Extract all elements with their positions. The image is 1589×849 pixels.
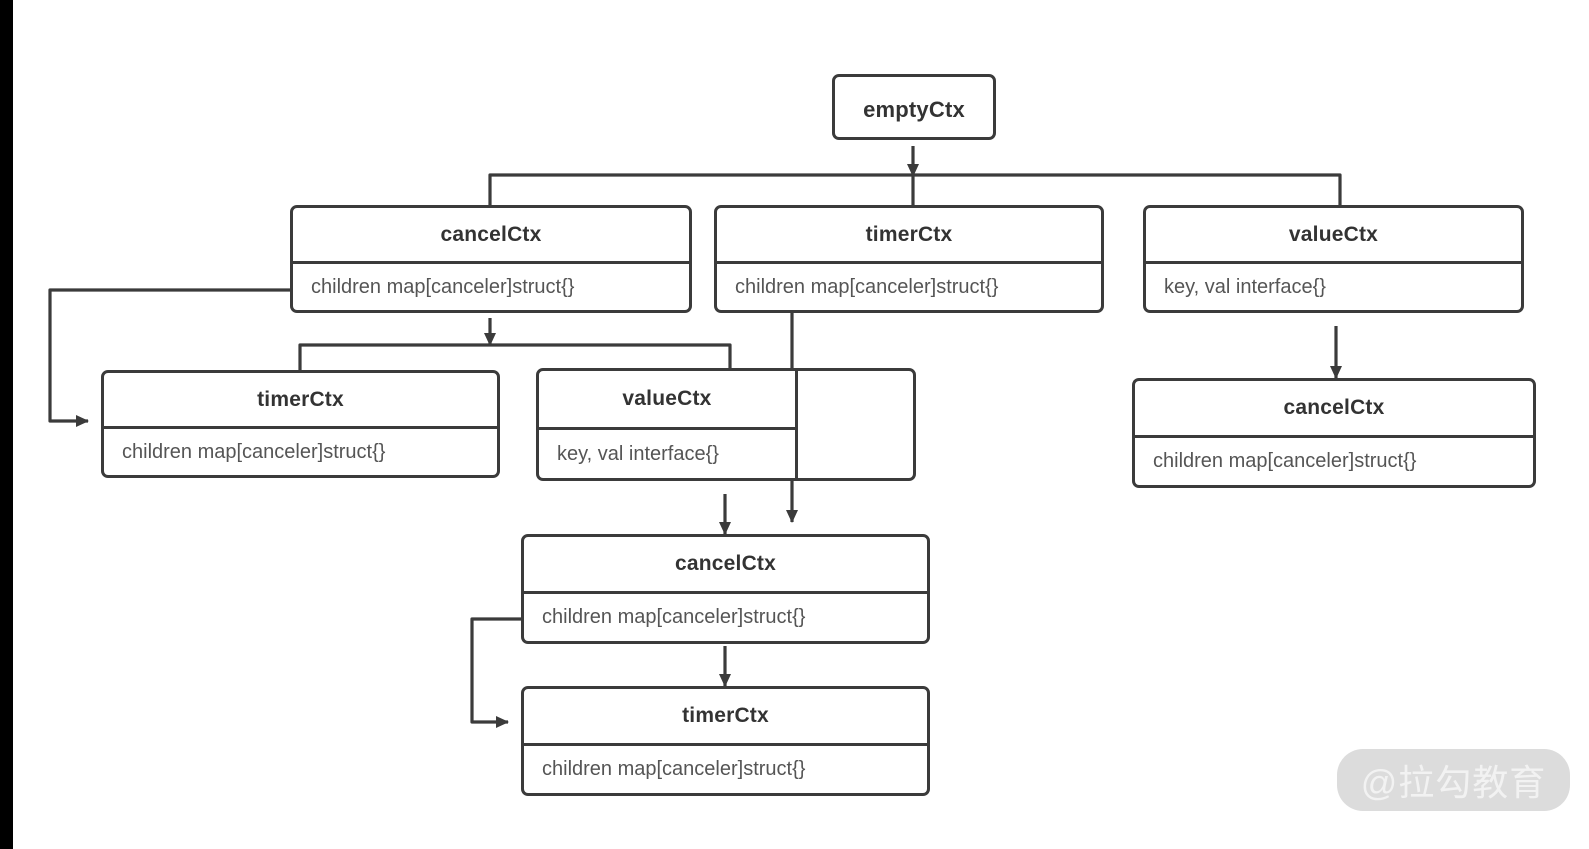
node-vertical-separator bbox=[795, 371, 798, 478]
node-field: children map[canceler]struct{} bbox=[311, 275, 575, 298]
node-title: cancelCtx bbox=[1283, 396, 1385, 419]
node-cancel-r2: cancelCtx children map[canceler]struct{} bbox=[1132, 378, 1536, 488]
node-title: timerCtx bbox=[257, 387, 344, 411]
node-cancel-l3: cancelCtx children map[canceler]struct{} bbox=[521, 534, 930, 644]
node-divider bbox=[1146, 261, 1521, 264]
node-divider bbox=[524, 743, 927, 746]
left-border-strip bbox=[0, 0, 13, 849]
node-divider bbox=[104, 426, 497, 429]
node-divider bbox=[293, 261, 689, 264]
node-field: children map[canceler]struct{} bbox=[542, 606, 806, 628]
node-title: valueCtx bbox=[622, 387, 712, 410]
node-timer-l1: timerCtx children map[canceler]struct{} bbox=[714, 205, 1104, 313]
node-field: children map[canceler]struct{} bbox=[1153, 450, 1417, 472]
node-divider bbox=[1135, 435, 1533, 438]
node-timer-l4: timerCtx children map[canceler]struct{} bbox=[521, 686, 930, 796]
node-field: children map[canceler]struct{} bbox=[122, 440, 386, 463]
watermark-text: @拉勾教育 bbox=[1360, 762, 1547, 803]
node-field: children map[canceler]struct{} bbox=[735, 275, 999, 298]
node-cancel-l1: cancelCtx children map[canceler]struct{} bbox=[290, 205, 692, 313]
edge-bus-to-emptyctx bbox=[488, 146, 1342, 205]
node-title: cancelCtx bbox=[440, 222, 542, 246]
edge-cancelctx-l3-to-timerctx-l4 bbox=[470, 617, 521, 728]
node-divider bbox=[717, 261, 1101, 264]
node-title: cancelCtx bbox=[674, 552, 777, 575]
node-divider bbox=[539, 427, 795, 430]
node-timer-l2: timerCtx children map[canceler]struct{} bbox=[101, 370, 500, 478]
node-title: timerCtx bbox=[865, 222, 953, 246]
node-divider bbox=[524, 591, 927, 594]
node-field: key, val interface{} bbox=[1164, 275, 1326, 298]
node-field: children map[canceler]struct{} bbox=[542, 758, 806, 780]
node-title: valueCtx bbox=[1288, 222, 1379, 246]
node-value-l2: valueCtx key, val interface{} bbox=[536, 368, 916, 481]
node-title: timerCtx bbox=[682, 704, 769, 727]
edge-bus-to-cancelctx-l1 bbox=[298, 318, 732, 370]
node-title: emptyCtx bbox=[863, 97, 965, 122]
node-value-l1: valueCtx key, val interface{} bbox=[1143, 205, 1524, 313]
watermark: @拉勾教育 bbox=[1337, 749, 1570, 811]
node-empty-root: emptyCtx bbox=[832, 74, 996, 140]
node-field: key, val interface{} bbox=[557, 442, 719, 465]
